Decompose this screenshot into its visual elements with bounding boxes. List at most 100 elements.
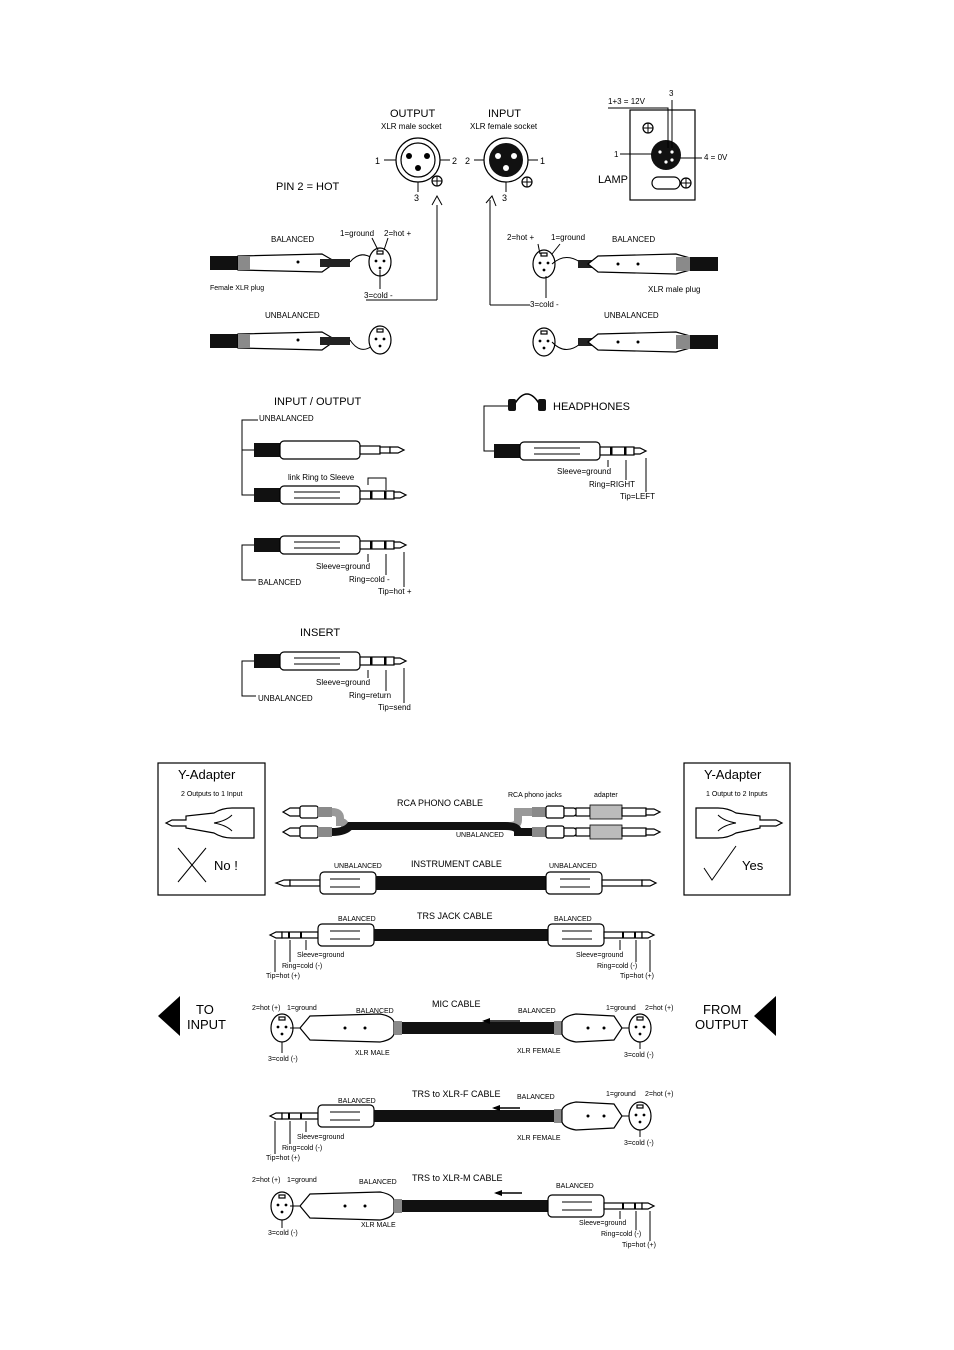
xlr-output-socket: OUTPUT XLR male socket 1 2 3: [375, 108, 457, 203]
rca-cable: RCA PHONO CABLE RCA phono jacks adapter …: [281, 792, 662, 840]
trsxlrf-female: XLR FEMALE: [517, 1135, 561, 1142]
cross-icon: [177, 847, 207, 883]
headphones-title: HEADPHONES: [553, 401, 630, 413]
to-input-marker: TO INPUT: [158, 996, 226, 1036]
mic-male-label: XLR MALE: [355, 1050, 390, 1057]
left-plug-label: Female XLR plug: [210, 285, 264, 292]
y-adapter-right-icon: [695, 807, 784, 839]
trsxlrm-left-label: BALANCED: [359, 1179, 397, 1186]
headphones-ring-label: Ring=RIGHT: [589, 480, 635, 489]
xlr-wiring-left: BALANCED 1=ground 2=hot + 3=cold - Femal…: [210, 229, 411, 355]
output-title: OUTPUT: [390, 108, 436, 120]
mic-left-label: BALANCED: [356, 1008, 394, 1015]
io-tip-label: Tip=hot +: [378, 587, 412, 596]
trsxlrm-right-label: BALANCED: [556, 1183, 594, 1190]
right-balanced-label: BALANCED: [612, 235, 655, 244]
trs-right-label: BALANCED: [554, 916, 592, 923]
mic-title: MIC CABLE: [432, 999, 481, 1009]
io-sleeve-label: Sleeve=ground: [316, 562, 370, 571]
xlr-input-socket: INPUT XLR female socket 2 1 3: [465, 108, 545, 203]
rca-title: RCA PHONO CABLE: [397, 798, 483, 808]
insert-sleeve-label: Sleeve=ground: [316, 678, 370, 687]
left-cold-label: 3=cold -: [364, 291, 393, 300]
right-ground-label: 1=ground: [551, 233, 585, 242]
y-adapter-left: Y-Adapter 2 Outputs to 1 Input No !: [157, 762, 266, 896]
from-label-2: OUTPUT: [695, 1017, 749, 1032]
right-unbalanced-label: UNBALANCED: [604, 311, 659, 320]
from-label-1: FROM: [703, 1002, 741, 1017]
y-right-verdict: Yes: [742, 858, 764, 873]
mic-cable: MIC CABLE BALANCED BALANCED 2=hot (+) 1=…: [252, 999, 673, 1063]
trs-title: TRS JACK CABLE: [417, 911, 493, 921]
trsxlrf-cold: 3=cold (-): [624, 1140, 654, 1147]
output-sub: XLR male socket: [381, 122, 442, 131]
y-adapter-right: Y-Adapter 1 Output to 2 Inputs Yes: [683, 762, 791, 896]
trs-cable: TRS JACK CABLE BALANCED BALANCED Sleeve=…: [266, 911, 656, 980]
instrument-left-label: UNBALANCED: [334, 863, 382, 870]
headphones-icon: [508, 399, 516, 411]
lamp-pin13: 1+3 = 12V: [608, 97, 646, 106]
trsxlrm-sleeve: Sleeve=ground: [579, 1220, 626, 1227]
left-unbalanced-label: UNBALANCED: [265, 311, 320, 320]
input-pin3: 3: [502, 193, 507, 203]
insert-tip-label: Tip=send: [378, 703, 411, 712]
mic-right-ground: 1=ground: [606, 1005, 636, 1012]
lamp-pin3: 3: [669, 89, 674, 98]
check-icon: [703, 845, 737, 881]
lamp-label: LAMP: [598, 174, 628, 186]
lamp-pin1: 1: [614, 150, 619, 159]
output-pin1: 1: [375, 156, 380, 166]
mic-female-label: XLR FEMALE: [517, 1048, 561, 1055]
io-balanced-label: BALANCED: [258, 578, 301, 587]
instrument-title: INSTRUMENT CABLE: [411, 859, 502, 869]
lamp-pin4: 4 = 0V: [704, 153, 728, 162]
trsxlrf-sleeve: Sleeve=ground: [297, 1134, 344, 1141]
trs-left-sleeve: Sleeve=ground: [297, 952, 344, 959]
mic-right-cold: 3=cold (-): [624, 1052, 654, 1059]
mic-right-label: BALANCED: [518, 1008, 556, 1015]
trs-right-tip: Tip=hot (+): [620, 973, 654, 980]
arrow-left-icon: [754, 996, 776, 1036]
to-label-1: TO: [196, 1002, 214, 1017]
mic-left-ground: 1=ground: [287, 1005, 317, 1012]
io-ring-label: Ring=cold -: [349, 575, 390, 584]
trsxlrf-ground: 1=ground: [606, 1091, 636, 1098]
input-pin1: 1: [540, 156, 545, 166]
left-ground-label: 1=ground: [340, 229, 374, 238]
mic-left-hot: 2=hot (+): [252, 1005, 280, 1012]
trs-right-sleeve: Sleeve=ground: [576, 952, 623, 959]
direction-arrow-icon: [492, 1105, 500, 1111]
input-pin2: 2: [465, 156, 470, 166]
insert-unbalanced-label: UNBALANCED: [258, 694, 313, 703]
input-title: INPUT: [488, 108, 521, 120]
io-title: INPUT / OUTPUT: [274, 396, 361, 408]
trs-right-ring: Ring=cold (-): [597, 963, 637, 970]
output-pin3: 3: [414, 193, 419, 203]
trsxlrm-tip: Tip=hot (+): [622, 1242, 656, 1249]
trs-left-tip: Tip=hot (+): [266, 973, 300, 980]
output-pin2: 2: [452, 156, 457, 166]
rca-adapter-label: adapter: [594, 792, 618, 799]
mic-left-cold: 3=cold (-): [268, 1056, 298, 1063]
trsxlrm-title: TRS to XLR-M CABLE: [412, 1173, 503, 1183]
headphones-tip-label: Tip=LEFT: [620, 492, 655, 501]
arrow-left-icon: [158, 996, 180, 1036]
headphones-sleeve-label: Sleeve=ground: [557, 467, 611, 476]
right-hot-label: 2=hot +: [507, 233, 534, 242]
lamp-socket: 1+3 = 12V 3 1 4 = 0V LAMP: [598, 89, 728, 201]
left-hot-label: 2=hot +: [384, 229, 411, 238]
insert-block: INSERT UNBALANCED Sleeve=ground Ring=ret…: [241, 627, 411, 712]
insert-title: INSERT: [300, 627, 340, 639]
right-cold-label: 3=cold -: [530, 300, 559, 309]
trsxlrm-ground: 1=ground: [287, 1177, 317, 1184]
trsxlrf-ring: Ring=cold (-): [282, 1145, 322, 1152]
y-right-title: Y-Adapter: [704, 767, 762, 782]
y-right-sub: 1 Output to 2 Inputs: [706, 791, 768, 798]
trs-left-label: BALANCED: [338, 916, 376, 923]
pin2-hot-label: PIN 2 = HOT: [276, 181, 340, 193]
direction-arrow-icon: [482, 1018, 490, 1024]
trsxlrm-cold: 3=cold (-): [268, 1230, 298, 1237]
y-left-verdict: No !: [214, 858, 238, 873]
trsxlrf-tip: Tip=hot (+): [266, 1155, 300, 1162]
trsxlrm-ring: Ring=cold (-): [601, 1231, 641, 1238]
